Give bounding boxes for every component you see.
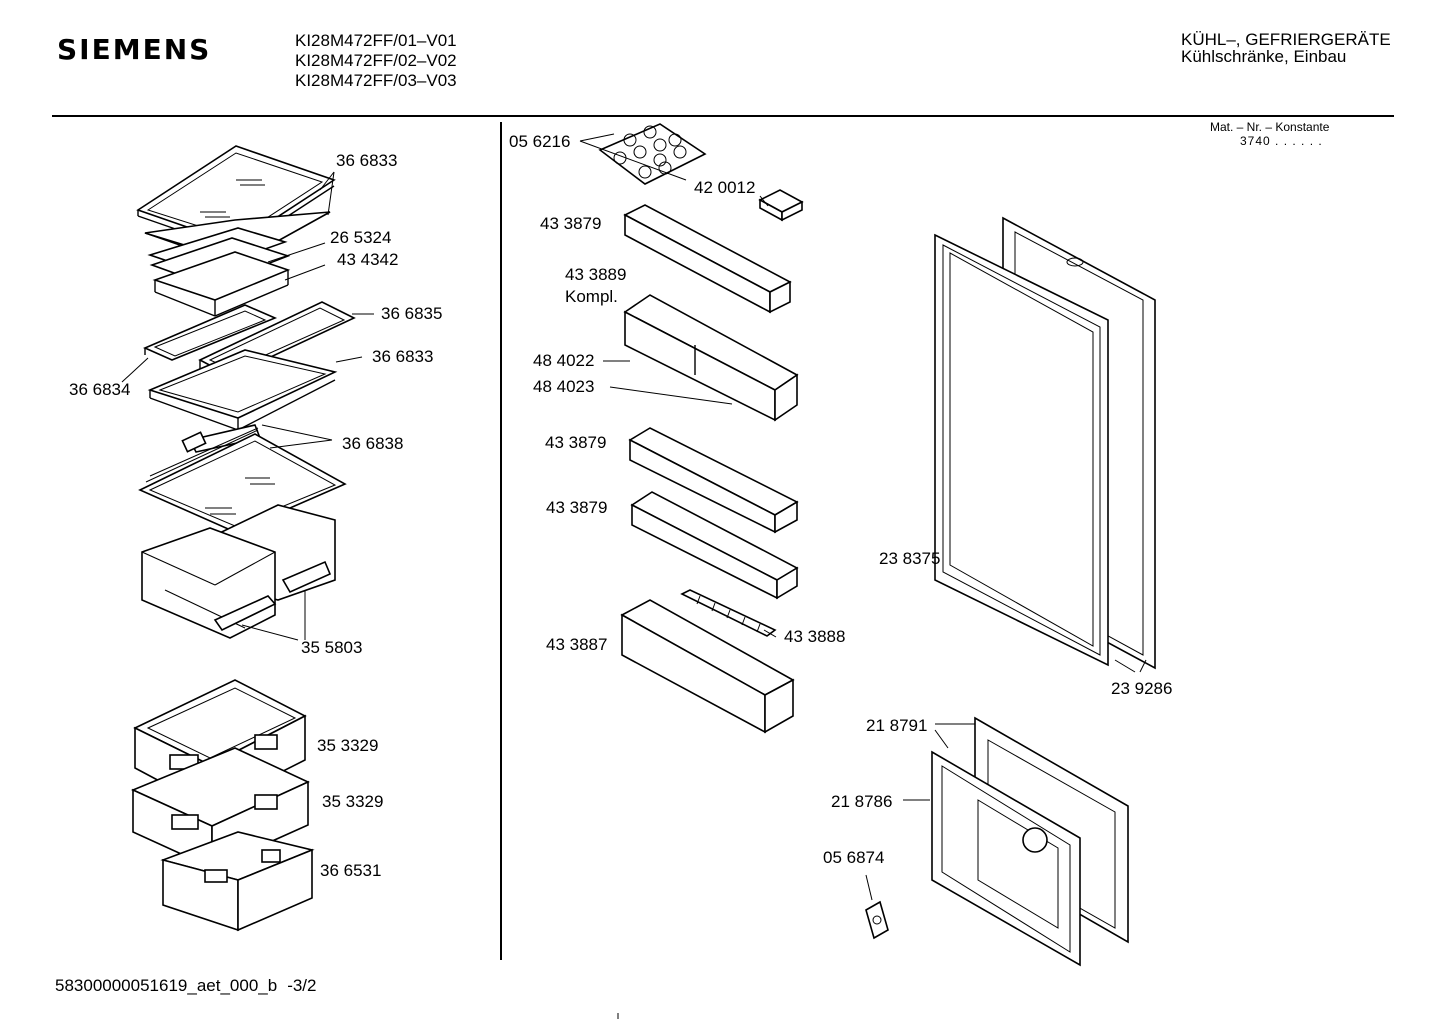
part-label: 43 4342 — [337, 250, 399, 269]
part-note: Kompl. — [565, 287, 618, 306]
door-bin-compl — [623, 294, 799, 422]
leader-lines — [121, 133, 1147, 901]
door-bin-fourth — [630, 491, 799, 600]
part-label: 36 6531 — [320, 861, 382, 880]
part-label: 42 0012 — [694, 178, 756, 197]
part-label: 36 6833 — [372, 347, 434, 366]
part-label: 35 5803 — [301, 638, 363, 657]
part-label: 35 3329 — [322, 792, 384, 811]
part-label: 43 3879 — [545, 433, 607, 452]
freezer-door-gasket — [931, 750, 1081, 967]
category-subtitle: Kühlschränke, Einbau — [1181, 47, 1347, 66]
sheet-number: -3/2 — [287, 976, 317, 995]
part-label: 43 3879 — [540, 214, 602, 233]
part-label: 26 5324 — [330, 228, 392, 247]
part-label: 48 4023 — [533, 377, 595, 396]
model-number: KI28M472FF/03–V03 — [295, 71, 457, 90]
bottle-bin — [620, 599, 795, 734]
part-label: 36 6833 — [336, 151, 398, 170]
material-label: Mat. – Nr. – Konstante — [1210, 120, 1330, 134]
crisper-drawers — [141, 504, 336, 639]
part-label: 36 6838 — [342, 434, 404, 453]
part-label: 05 6874 — [823, 848, 885, 867]
part-label: 23 9286 — [1111, 679, 1173, 698]
part-label: 43 3889 — [565, 265, 627, 284]
material-constant: Mat. – Nr. – Konstante 3740 . . . . . . — [1210, 120, 1329, 148]
part-label: 05 6216 — [509, 132, 571, 151]
part-label: 36 6834 — [69, 380, 131, 399]
document-id: 58300000051619_aet_000_b — [55, 976, 278, 995]
part-label: 21 8786 — [831, 792, 893, 811]
door-bin-third — [628, 427, 799, 534]
document-footer: 58300000051619_aet_000_b -3/2 — [55, 976, 316, 996]
part-label: 36 6835 — [381, 304, 443, 323]
small-butter-dish — [758, 189, 804, 222]
model-list: KI28M472FF/01–V01 KI28M472FF/02–V02 KI28… — [295, 31, 457, 91]
part-label: 43 3879 — [546, 498, 608, 517]
category-title: KÜHL–, GEFRIERGERÄTE — [1181, 30, 1391, 49]
small-switch — [865, 900, 889, 940]
part-label: 35 3329 — [317, 736, 379, 755]
shelf-tray-frame — [147, 227, 291, 317]
door-bin-top — [623, 204, 792, 314]
egg-tray — [598, 123, 707, 185]
appliance-category: KÜHL–, GEFRIERGERÄTE Kühlschränke, Einba… — [1181, 31, 1391, 65]
door-gasket — [934, 233, 1109, 667]
model-number: KI28M472FF/02–V02 — [295, 51, 457, 70]
vegetable-drawer-lower — [160, 831, 315, 932]
model-number: KI28M472FF/01–V01 — [295, 31, 457, 50]
glass-shelf-middle — [147, 349, 338, 431]
part-label: 43 3887 — [546, 635, 608, 654]
glass-shelf-crisper-cover — [138, 424, 347, 533]
bottle-retainer — [680, 589, 777, 637]
material-value: 3740 . . . . . . — [1240, 134, 1323, 148]
part-label: 43 3888 — [784, 627, 846, 646]
part-label: 48 4022 — [533, 351, 595, 370]
part-label: 23 8375 — [879, 549, 941, 568]
siemens-logo: SIEMENS — [57, 33, 212, 66]
part-label: 21 8791 — [866, 716, 928, 735]
